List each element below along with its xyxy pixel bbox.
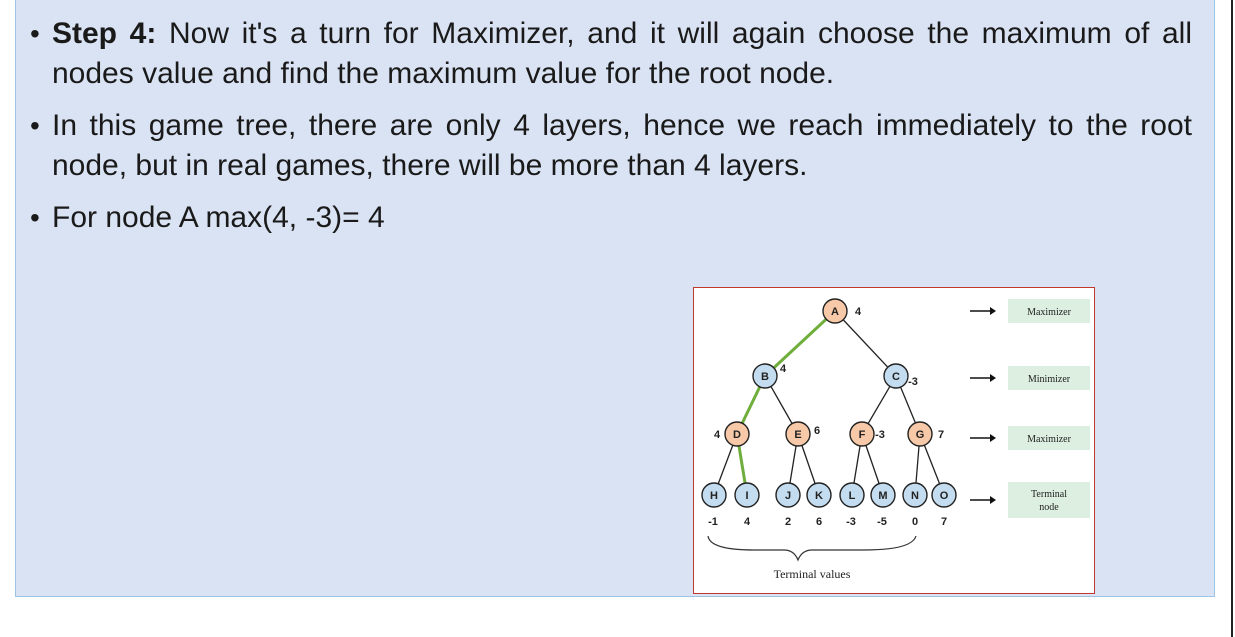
layer-text: Minimizer — [1028, 374, 1071, 385]
bullet-list: Step 4: Now it's a turn for Maximizer, a… — [30, 14, 1192, 250]
terminal-values-caption: Terminal values — [774, 567, 851, 581]
node-label: C — [892, 371, 900, 383]
node-value: 4 — [780, 363, 787, 375]
node-value: -3 — [875, 429, 885, 441]
node-value: 7 — [941, 516, 947, 528]
bullet-bold-label: Step 4: — [52, 17, 157, 50]
node-value: 4 — [714, 429, 721, 441]
tree-node-c: C -3 — [883, 363, 918, 389]
node-label: N — [911, 490, 919, 502]
tree-node-n: N0 — [902, 482, 928, 528]
node-circle — [724, 421, 750, 447]
layer-text: node — [1039, 502, 1059, 513]
tree-node-j: J2 — [775, 482, 801, 528]
node-label: B — [761, 371, 769, 383]
slide-edge-divider — [1231, 0, 1233, 637]
node-circle — [701, 482, 727, 508]
arrow-head-icon — [990, 434, 996, 442]
node-label: K — [815, 490, 823, 502]
node-label: L — [849, 490, 856, 502]
layer-box — [1008, 426, 1090, 450]
node-circle — [822, 298, 848, 324]
node-circle — [902, 482, 928, 508]
node-circle — [752, 363, 778, 389]
node-label: E — [794, 429, 801, 441]
bullet-step-4: Step 4: Now it's a turn for Maximizer, a… — [30, 14, 1192, 94]
tree-edges — [713, 309, 945, 496]
node-value: 6 — [814, 425, 820, 437]
terminal-brace — [707, 535, 917, 562]
node-label: I — [745, 490, 748, 502]
bullet-text: In this game tree, there are only 4 laye… — [52, 109, 1192, 182]
tree-node-h: H -1 — [701, 482, 727, 528]
node-circle — [870, 482, 896, 508]
tree-node-i: I4 — [734, 482, 760, 528]
layer-label-2: Minimizer — [970, 366, 1090, 390]
node-value: 2 — [785, 516, 791, 528]
node-label: J — [785, 490, 791, 502]
arrow-head-icon — [990, 496, 996, 504]
layer-label-3: Maximizer — [970, 426, 1090, 450]
layer-label-1: Maximizer — [970, 299, 1090, 323]
node-circle — [775, 482, 801, 508]
node-circle — [931, 482, 957, 508]
layer-text: Maximizer — [1027, 307, 1072, 318]
tree-node-f: F -3 — [849, 421, 885, 447]
node-label: G — [916, 429, 925, 441]
node-circle — [907, 421, 933, 447]
node-value: 4 — [855, 306, 862, 318]
node-label: H — [710, 490, 718, 502]
layer-label-4: Terminal node — [970, 482, 1090, 518]
tree-node-b: B4 — [752, 363, 787, 389]
node-circle — [849, 421, 875, 447]
bullet-node-a-max: For node A max(4, -3)= 4 — [30, 198, 1192, 238]
node-label: O — [940, 490, 949, 502]
layer-box — [1008, 299, 1090, 323]
node-value: -1 — [708, 516, 718, 528]
node-value: 6 — [816, 516, 822, 528]
tree-edge — [834, 310, 897, 377]
arrow-head-icon — [990, 307, 996, 315]
node-circle — [806, 482, 832, 508]
node-circle — [839, 482, 865, 508]
tree-node-o: O7 — [931, 482, 957, 528]
layer-text: Terminal — [1031, 489, 1067, 500]
node-label: A — [831, 306, 839, 318]
node-label: F — [859, 429, 866, 441]
tree-edge-highlighted — [763, 309, 837, 378]
node-label: D — [733, 429, 741, 441]
bullet-game-tree-layers: In this game tree, there are only 4 laye… — [30, 106, 1192, 186]
node-value: -3 — [908, 376, 918, 388]
node-circle — [785, 421, 811, 447]
node-circle — [883, 363, 909, 389]
arrow-head-icon — [990, 374, 996, 382]
node-label: M — [878, 490, 887, 502]
layer-box — [1008, 482, 1090, 518]
tree-node-l: L -3 — [839, 482, 865, 528]
bullet-text: For node A max(4, -3)= 4 — [52, 201, 385, 234]
tree-node-k: K6 — [806, 482, 832, 528]
node-value: 4 — [744, 516, 751, 528]
node-value: -5 — [877, 516, 887, 528]
node-value: 0 — [912, 516, 918, 528]
node-value: 7 — [938, 429, 944, 441]
node-circle — [734, 482, 760, 508]
tree-node-m: M -5 — [870, 482, 896, 528]
bullet-text: Now it's a turn for Maximizer, and it wi… — [52, 17, 1192, 90]
layer-text: Maximizer — [1027, 434, 1072, 445]
node-value: -3 — [846, 516, 856, 528]
tree-node-d: D4 — [714, 421, 750, 447]
layer-box — [1008, 366, 1090, 390]
